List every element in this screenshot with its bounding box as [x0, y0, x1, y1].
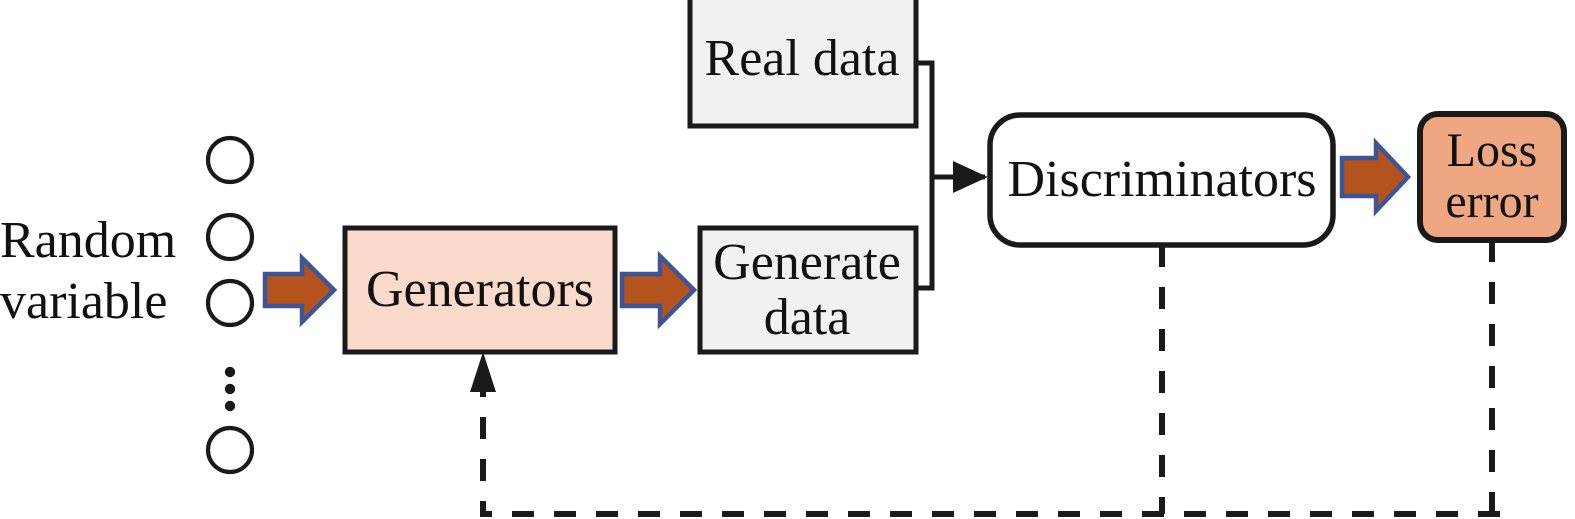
- neuron-circle: [205, 135, 255, 185]
- dashed-feedback-bus-to-generators: [480, 385, 1500, 517]
- real-data-box: [687, 0, 919, 129]
- arrow-generators-to-generate-data: [619, 250, 698, 330]
- arrow-random-variable-to-generators: [262, 252, 338, 328]
- neuron-circle: [205, 425, 255, 475]
- neuron-circle: [205, 278, 255, 328]
- feedback-arrowhead-into-generators: [470, 352, 496, 392]
- random-variable-neuron-group: [205, 135, 255, 475]
- discriminators-box: [987, 112, 1336, 248]
- generate-data-box: [697, 225, 919, 355]
- arrow-discriminators-to-loss-error: [1339, 137, 1412, 217]
- generators-box: [342, 225, 618, 355]
- bracket-merge-to-discriminators: [916, 60, 988, 291]
- vertical-ellipsis-icon: [224, 366, 236, 412]
- neuron-circle: [205, 212, 255, 262]
- loss-error-box: [1417, 111, 1567, 243]
